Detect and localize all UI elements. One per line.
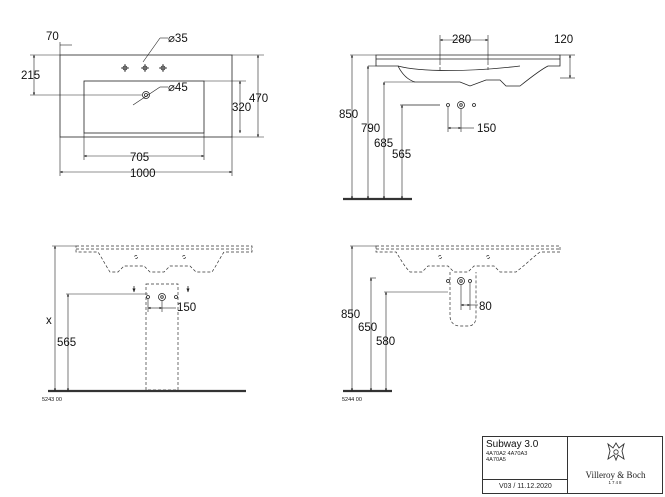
dim-790: 790	[361, 123, 380, 135]
top-view: 70 215 ⌀35 ⌀45 470 320 705 1000	[21, 31, 268, 180]
dim-850: 850	[341, 309, 360, 321]
dim-215: 215	[21, 70, 40, 82]
dim-150: 150	[177, 302, 196, 314]
drawing-code: 5244 00	[342, 397, 362, 403]
brand-name: Villeroy & Boch	[585, 470, 646, 480]
side-view-semi-pedestal: 850 650 580 80 5244 00	[341, 245, 561, 403]
tap-hole-markers	[121, 64, 167, 99]
semi-pedestal	[449, 272, 477, 327]
brand-crest-icon	[606, 442, 625, 462]
drawing-code: 5243 00	[42, 397, 62, 403]
basin-bowl	[83, 80, 205, 134]
basin-outline	[59, 54, 233, 138]
dim-565: 565	[57, 337, 76, 349]
dim-1000: 1000	[130, 168, 156, 180]
title-block-info: Subway 3.0 4A70A2 4A70A3 4A70A5 V03 / 11…	[483, 437, 568, 493]
basin-outline-dashed	[75, 245, 253, 273]
dim-diameter-35: ⌀35	[168, 33, 188, 45]
dim-320: 320	[232, 102, 251, 114]
dim-685: 685	[374, 138, 393, 150]
dim-80: 80	[479, 301, 492, 313]
product-name: Subway 3.0	[486, 439, 539, 450]
pedestal	[145, 283, 179, 391]
article-codes-line1: 4A70A2 4A70A3	[486, 451, 528, 457]
brand-logo: Villeroy & Boch 1748	[569, 441, 662, 485]
basin-profile	[375, 54, 561, 87]
dim-280: 280	[452, 34, 471, 46]
dim-x: x	[46, 315, 52, 327]
dim-150: 150	[477, 123, 496, 135]
dim-565: 565	[392, 149, 411, 161]
dim-850: 850	[339, 109, 358, 121]
side-view: 280 120 850 790 685 565 150	[339, 34, 575, 201]
dim-580: 580	[376, 336, 395, 348]
front-view-pedestal: x 565 150 5243 00	[42, 245, 253, 403]
version-date: V03 / 11.12.2020	[483, 479, 567, 493]
dim-705: 705	[130, 152, 149, 164]
title-block: Subway 3.0 4A70A2 4A70A3 4A70A5 V03 / 11…	[482, 436, 663, 494]
dim-diameter-45: ⌀45	[168, 82, 188, 94]
dim-120: 120	[554, 34, 573, 46]
dim-70: 70	[46, 31, 59, 43]
basin-outline-dashed	[375, 245, 561, 273]
article-codes-line2: 4A70A5	[486, 457, 506, 463]
dim-470: 470	[249, 93, 268, 105]
dim-650: 650	[358, 322, 377, 334]
brand-year: 1748	[608, 480, 623, 485]
